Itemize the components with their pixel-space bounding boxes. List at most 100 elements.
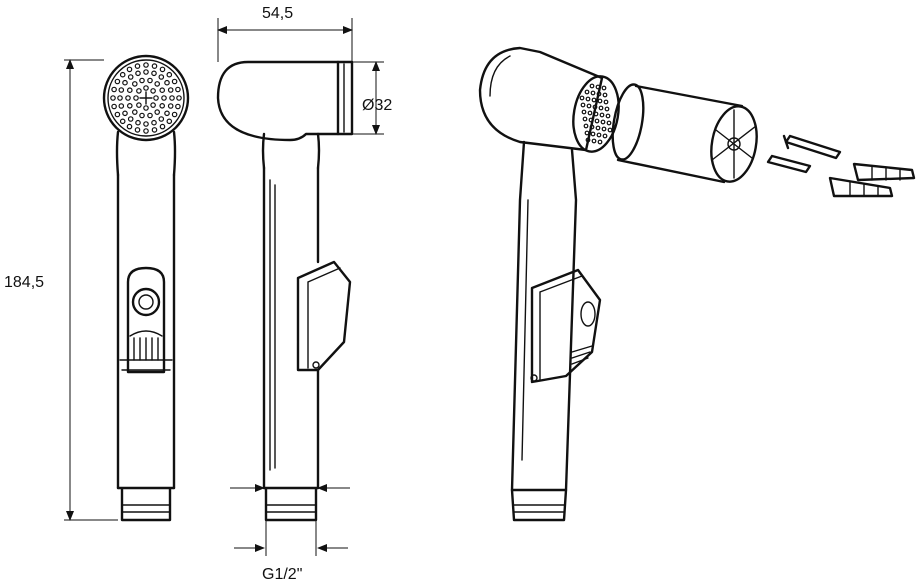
iso-spray-hole bbox=[598, 105, 604, 111]
spray-hole bbox=[159, 103, 166, 109]
iso-spray-hole bbox=[597, 98, 603, 104]
iso-screw-1 bbox=[784, 134, 842, 160]
spray-hole bbox=[127, 87, 133, 94]
spray-hole bbox=[143, 105, 149, 111]
iso-spray-hole bbox=[593, 111, 599, 117]
iso-plug-2 bbox=[828, 176, 894, 198]
side-neck-left bbox=[261, 132, 266, 170]
spray-hole bbox=[143, 85, 149, 91]
iso-spray-holes bbox=[579, 83, 613, 145]
spray-hole bbox=[133, 95, 139, 101]
iso-spray-hole bbox=[583, 123, 589, 129]
iso-spray-hole bbox=[591, 97, 597, 103]
spray-hole bbox=[119, 71, 126, 78]
spray-hole bbox=[114, 78, 121, 85]
side-connector bbox=[262, 486, 320, 522]
spray-hole bbox=[175, 86, 181, 93]
spray-hole bbox=[143, 62, 149, 68]
spray-head-outline bbox=[102, 54, 190, 142]
iso-bracket-spokes bbox=[711, 109, 757, 179]
spray-hole bbox=[134, 127, 141, 133]
spray-hole bbox=[143, 69, 149, 75]
front-connector bbox=[116, 486, 176, 522]
trigger-arch bbox=[129, 330, 163, 337]
spray-hole bbox=[175, 103, 181, 110]
side-neck-right bbox=[316, 132, 321, 170]
diameter-extension-lines bbox=[352, 61, 384, 135]
side-body-outline bbox=[262, 166, 320, 490]
front-thread-lines bbox=[121, 504, 171, 513]
iso-body-right bbox=[564, 148, 578, 492]
iso-spray-hole bbox=[587, 110, 593, 116]
spray-hole bbox=[167, 87, 174, 93]
spray-hole bbox=[147, 112, 153, 119]
spray-hole bbox=[171, 78, 178, 85]
side-trigger bbox=[296, 260, 352, 372]
spray-hole bbox=[111, 86, 117, 93]
width-extension-lines bbox=[217, 18, 353, 62]
spray-hole bbox=[118, 103, 125, 109]
iso-spray-hole bbox=[602, 133, 608, 139]
spray-holes bbox=[110, 62, 182, 134]
length-label: 184,5 bbox=[4, 274, 44, 291]
spray-hole bbox=[166, 71, 173, 78]
spray-hole bbox=[151, 63, 158, 69]
iso-trigger-ribs bbox=[571, 345, 593, 365]
iso-body-edge bbox=[521, 199, 529, 461]
iso-trigger bbox=[530, 268, 602, 384]
width-label: 54,5 bbox=[262, 5, 293, 22]
spray-hole bbox=[167, 103, 174, 109]
front-neck-left bbox=[115, 130, 120, 177]
thread-extension-lines bbox=[265, 520, 317, 556]
iso-spray-hole bbox=[591, 138, 597, 144]
spray-hole bbox=[159, 123, 166, 130]
side-nozzle bbox=[336, 60, 354, 136]
iso-spray-hole bbox=[606, 120, 612, 126]
spray-hole bbox=[158, 116, 165, 122]
iso-bracket-hub bbox=[727, 137, 741, 151]
iso-plug-1 bbox=[852, 162, 916, 182]
side-trigger-pin bbox=[312, 361, 320, 369]
iso-spray-hole bbox=[596, 91, 602, 97]
spray-hole bbox=[151, 127, 158, 133]
iso-bracket-front bbox=[710, 105, 758, 183]
front-neck-right bbox=[172, 130, 177, 177]
spray-hole bbox=[171, 111, 178, 118]
spray-hole bbox=[122, 79, 128, 86]
spray-hole bbox=[169, 95, 175, 101]
spray-hole bbox=[139, 112, 145, 119]
spray-center-cross bbox=[139, 91, 153, 105]
spray-hole bbox=[135, 70, 141, 77]
iso-spray-hole bbox=[601, 126, 607, 132]
spray-hole bbox=[119, 118, 126, 125]
diameter-label: Ø32 bbox=[362, 97, 392, 114]
spray-hole bbox=[151, 119, 157, 126]
iso-spray-hole bbox=[585, 137, 591, 143]
spray-hole bbox=[126, 66, 133, 73]
front-view: 184,5 bbox=[4, 54, 190, 522]
iso-spray-hole bbox=[590, 90, 596, 96]
spray-hole bbox=[136, 88, 142, 94]
spray-hole bbox=[161, 95, 167, 101]
iso-bracket-body bbox=[616, 84, 744, 184]
iso-head bbox=[478, 46, 604, 152]
spray-hole bbox=[143, 121, 149, 127]
side-groove bbox=[269, 179, 276, 471]
spray-hole bbox=[118, 87, 125, 93]
iso-spray-hole bbox=[586, 103, 592, 109]
iso-spray-hole bbox=[595, 125, 601, 131]
iso-connector bbox=[510, 488, 568, 522]
spray-hole bbox=[132, 109, 138, 115]
spray-hole bbox=[126, 123, 133, 130]
iso-spray-hole bbox=[592, 104, 598, 110]
spray-hole bbox=[176, 95, 182, 101]
side-head-outline bbox=[216, 60, 340, 142]
iso-spray-hole bbox=[602, 92, 608, 98]
spray-hole bbox=[154, 81, 161, 87]
iso-screw-2 bbox=[766, 154, 812, 174]
iso-spray-hole bbox=[601, 85, 607, 91]
spray-hole bbox=[125, 95, 131, 101]
spray-hole bbox=[136, 102, 142, 108]
spray-hole bbox=[117, 95, 123, 101]
spray-hole bbox=[111, 103, 117, 110]
